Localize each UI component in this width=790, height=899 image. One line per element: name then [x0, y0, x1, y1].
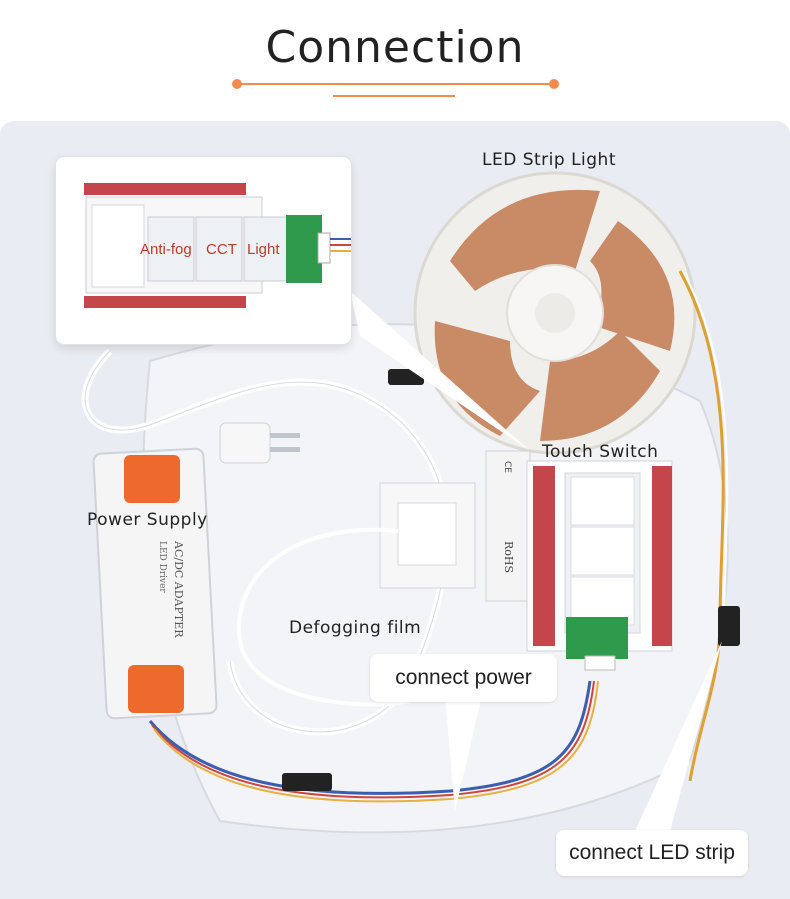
product-photo: AC/DC ADAPTER LED Driver CE RoHS — [0, 121, 790, 899]
label-led-strip: LED Strip Light — [482, 150, 616, 170]
label-defogging-film: Defogging film — [289, 618, 422, 638]
strip-connector — [718, 606, 740, 646]
inset-label-anti-fog: Anti-fog — [140, 241, 192, 258]
led-strip-reel — [413, 171, 697, 455]
underline-left-dot — [232, 79, 242, 89]
power-plug — [219, 422, 300, 464]
page-title: Connection — [265, 22, 525, 73]
adapter-text: AC/DC ADAPTER — [172, 540, 185, 638]
svg-text:CE: CE — [502, 461, 512, 473]
connect-power-pointer — [445, 696, 482, 811]
title-underline — [237, 83, 555, 85]
callout-connect-led-strip: connect LED strip — [556, 830, 748, 876]
underline-right-dot — [549, 79, 559, 89]
inset-label-light: Light — [247, 241, 280, 258]
callout-connect-power: connect power — [370, 654, 557, 702]
adapter-subtext: LED Driver — [157, 541, 167, 593]
inset-pointer — [350, 291, 530, 451]
connect-strip-pointer — [635, 641, 722, 831]
power-supply-unit: AC/DC ADAPTER LED Driver — [92, 447, 218, 720]
title-short-underline — [333, 95, 455, 97]
touch-switch-unit: CE RoHS — [485, 450, 673, 671]
defogging-film-pad — [237, 482, 476, 707]
svg-text:RoHS: RoHS — [502, 541, 515, 573]
touch-switch-inset: Anti-fog CCT Light — [56, 157, 351, 344]
label-touch-switch: Touch Switch — [542, 442, 659, 462]
inset-switch-graphic — [84, 183, 351, 308]
inset-label-cct: CCT — [206, 241, 237, 258]
power-connector — [282, 773, 332, 791]
label-power-supply: Power Supply — [87, 510, 208, 530]
photo-illustration: AC/DC ADAPTER LED Driver CE RoHS — [81, 171, 740, 834]
